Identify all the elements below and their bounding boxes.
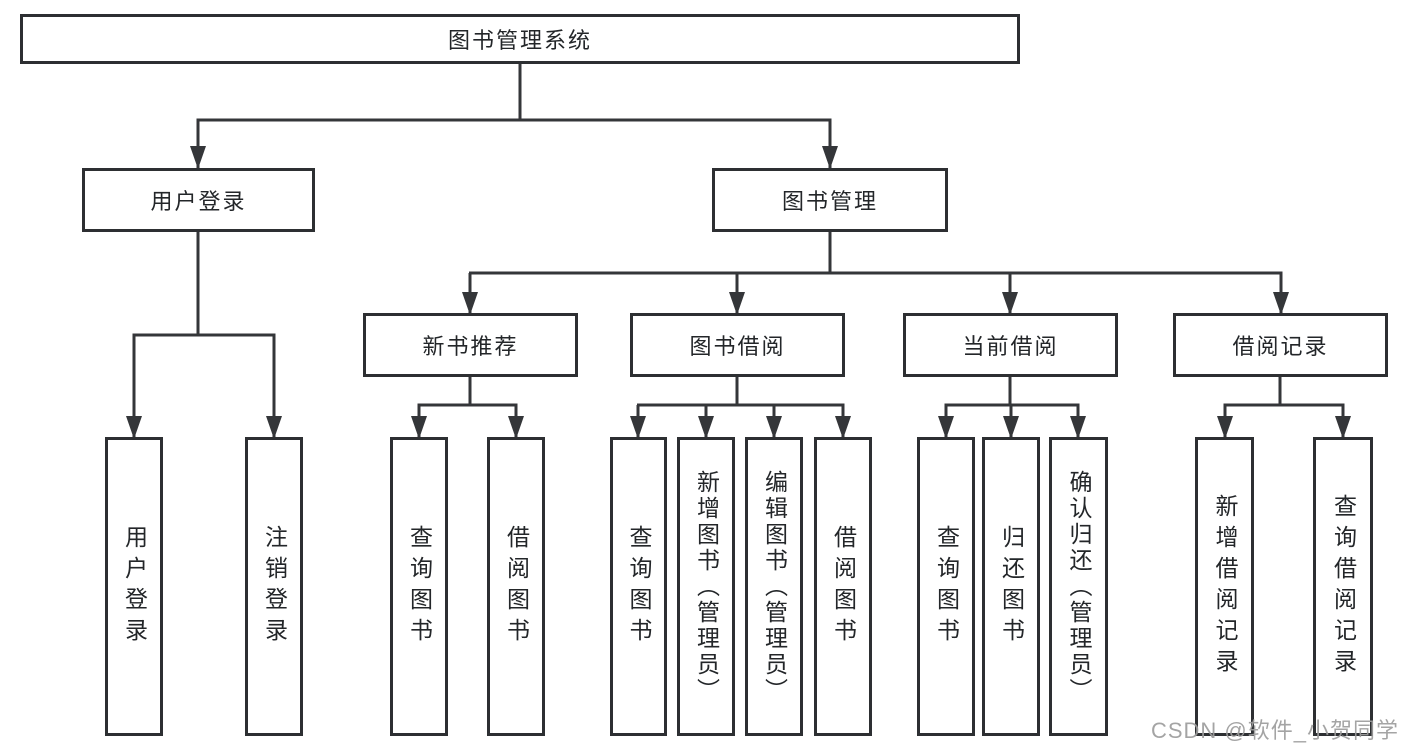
node-label: 查询图书 — [933, 524, 960, 649]
node-book-management: 图书管理 — [712, 168, 948, 232]
node-borrow-records: 借阅记录 — [1173, 313, 1388, 377]
leaf-borrow-books: 借阅图书 — [814, 437, 872, 736]
leaf-borrow-books-recommend: 借阅图书 — [487, 437, 545, 736]
csdn-watermark: CSDN @软件_小贺同学 — [1150, 718, 1399, 743]
node-user-login: 用户登录 — [82, 168, 315, 232]
node-label: 新书推荐 — [422, 334, 519, 359]
node-label: 图书管理 — [781, 189, 878, 214]
leaf-query-books-recommend: 查询图书 — [390, 437, 448, 736]
node-label: 编辑图书（管理员） — [761, 469, 788, 704]
node-current-borrow: 当前借阅 — [903, 313, 1118, 377]
node-label: 确认归还（管理员） — [1066, 469, 1092, 704]
leaf-return-books: 归还图书 — [982, 437, 1040, 736]
node-root: 图书管理系统 — [20, 14, 1020, 64]
node-book-borrow: 图书借阅 — [630, 313, 845, 377]
node-label: 注销登录 — [261, 524, 288, 649]
leaf-logout: 注销登录 — [245, 437, 303, 736]
node-label: 当前借阅 — [962, 334, 1059, 359]
leaf-query-books-borrow: 查询图书 — [610, 437, 667, 736]
tree-edges — [126, 63, 1351, 439]
node-label: 新增图书（管理员） — [693, 469, 720, 704]
node-label: 查询图书 — [406, 524, 433, 649]
node-label: 用户登录 — [121, 524, 148, 649]
node-label: 借阅图书 — [830, 524, 857, 649]
node-label: 借阅图书 — [503, 524, 530, 649]
node-new-book-recommend: 新书推荐 — [363, 313, 578, 377]
node-label: 图书借阅 — [689, 334, 786, 359]
node-label: 借阅记录 — [1232, 334, 1329, 359]
leaf-query-books-current: 查询图书 — [917, 437, 975, 736]
leaf-query-borrow-record: 查询借阅记录 — [1313, 437, 1373, 736]
node-label: 图书管理系统 — [447, 28, 592, 53]
node-label: 新增借阅记录 — [1212, 493, 1238, 680]
node-label: 用户登录 — [150, 189, 247, 214]
node-label: 查询借阅记录 — [1330, 493, 1357, 680]
leaf-add-books-admin: 新增图书（管理员） — [677, 437, 735, 736]
leaf-user-login: 用户登录 — [105, 437, 163, 736]
leaf-edit-books-admin: 编辑图书（管理员） — [745, 437, 803, 736]
leaf-add-borrow-record: 新增借阅记录 — [1195, 437, 1254, 736]
leaf-confirm-return-admin: 确认归还（管理员） — [1049, 437, 1108, 736]
node-label: 查询图书 — [626, 524, 652, 649]
node-label: 归还图书 — [998, 524, 1025, 649]
